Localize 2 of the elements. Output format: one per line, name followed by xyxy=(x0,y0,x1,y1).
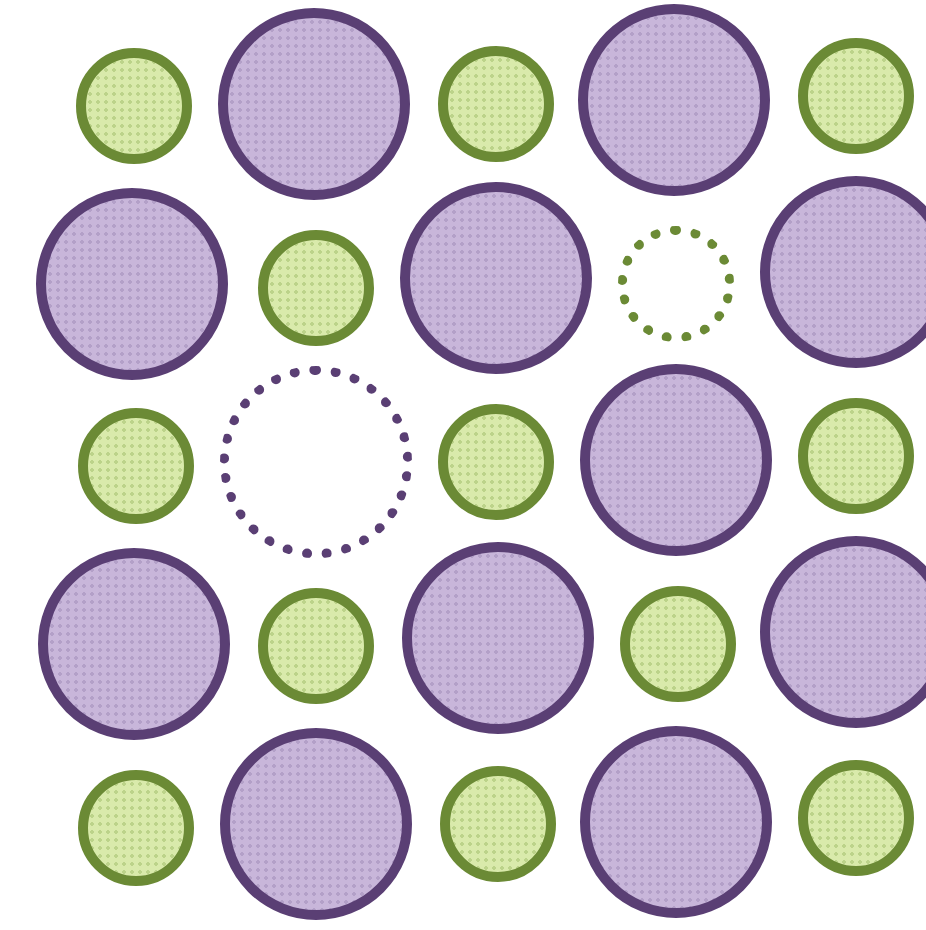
vacancy-circle xyxy=(618,226,734,342)
vacancy-circle xyxy=(220,366,412,558)
